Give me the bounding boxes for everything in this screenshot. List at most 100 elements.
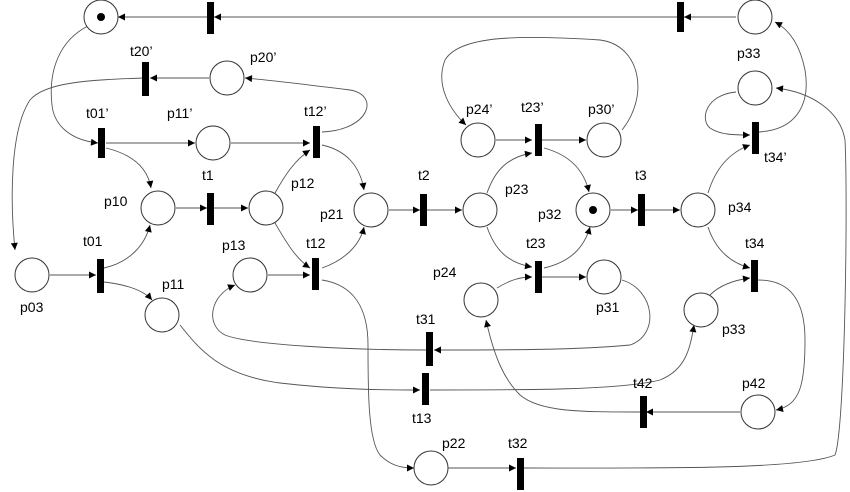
arc-t12p-to-p20p xyxy=(244,75,368,133)
places xyxy=(14,0,776,486)
transition-top-right xyxy=(677,2,684,32)
place-p42 xyxy=(740,394,776,430)
place-p33-top xyxy=(737,0,773,35)
arc-ptop-to-t01p xyxy=(50,25,99,146)
place-p11p xyxy=(195,125,231,161)
arc-p11-to-t13 xyxy=(179,324,421,394)
label-t34p: t34’ xyxy=(764,149,787,165)
transition-t23 xyxy=(535,261,542,293)
labels: p33 t20’ p20’ t01’ p11’ t12’ p24’ t23’ p… xyxy=(20,43,787,451)
arc-p33bot-to-t34 xyxy=(709,275,751,296)
label-p21: p21 xyxy=(320,206,344,222)
arc-t20p-to-p03 xyxy=(10,77,144,251)
label-p31: p31 xyxy=(596,299,620,315)
transition-t1 xyxy=(207,193,214,225)
label-p24: p24 xyxy=(433,264,457,280)
arc-t34p-to-p33top xyxy=(757,21,807,133)
arc-t01-to-p10 xyxy=(103,224,152,269)
place-p03 xyxy=(14,257,50,293)
arc-t31-to-p13 xyxy=(212,284,427,351)
arc-t13-to-p33bot xyxy=(429,324,697,391)
transition-t23p xyxy=(535,124,542,156)
label-p03: p03 xyxy=(20,299,44,315)
label-p42: p42 xyxy=(742,375,766,391)
label-p33-bot: p33 xyxy=(722,321,746,337)
transition-t12p xyxy=(313,126,320,158)
place-p10 xyxy=(140,190,176,226)
arc-t12p-to-p21 xyxy=(321,144,367,191)
transition-t01 xyxy=(97,259,104,293)
label-p12: p12 xyxy=(291,175,315,191)
place-p20p xyxy=(209,60,245,96)
place-p24 xyxy=(463,282,499,318)
token-p32 xyxy=(589,206,597,214)
label-p10: p10 xyxy=(104,193,128,209)
transition-t42 xyxy=(640,396,647,428)
label-p20p: p20’ xyxy=(250,49,276,65)
label-t23p: t23’ xyxy=(521,99,544,115)
arc-p34-to-t34p xyxy=(707,144,751,194)
transition-t2 xyxy=(420,194,427,226)
transition-t34 xyxy=(751,260,758,292)
label-t12: t12 xyxy=(306,235,326,251)
label-p33-top: p33 xyxy=(737,45,761,61)
transition-t31 xyxy=(426,332,433,366)
transition-t34p xyxy=(752,122,759,154)
transition-t20p xyxy=(142,62,149,96)
place-p22 xyxy=(413,450,449,486)
label-t2: t2 xyxy=(418,167,430,183)
label-p24p: p24’ xyxy=(466,101,492,117)
arc-p24-to-t23 xyxy=(496,273,533,289)
label-p32: p32 xyxy=(538,206,562,222)
label-p34: p34 xyxy=(728,199,752,215)
transition-top-mid xyxy=(207,2,214,34)
label-p11p: p11’ xyxy=(167,105,192,121)
place-p30p xyxy=(586,122,622,158)
arc-p30p-to-p24p xyxy=(441,36,639,131)
transition-t12 xyxy=(312,258,319,290)
label-t01: t01 xyxy=(83,233,103,249)
place-p13 xyxy=(232,257,268,293)
transition-t32 xyxy=(517,458,524,490)
arc-p23-to-t23 xyxy=(486,226,533,270)
arc-t42-to-p24 xyxy=(484,319,641,413)
arc-t23p-to-p32 xyxy=(543,147,591,193)
place-p31 xyxy=(586,259,622,295)
arc-p12-to-t12p xyxy=(274,149,311,194)
arc-p34-to-t34 xyxy=(707,226,751,270)
label-t01p: t01’ xyxy=(86,105,109,121)
label-t12p: t12’ xyxy=(304,103,327,119)
label-t31: t31 xyxy=(416,311,436,327)
transitions xyxy=(97,2,759,490)
place-p23 xyxy=(462,192,498,228)
label-t32: t32 xyxy=(508,435,528,451)
label-p23: p23 xyxy=(505,181,529,197)
place-p24p xyxy=(460,122,496,158)
arc-t23-to-p32 xyxy=(543,226,592,269)
label-t1: t1 xyxy=(202,167,214,183)
arc-t12-to-p22 xyxy=(321,279,415,472)
arcs xyxy=(10,13,847,472)
arc-p31-to-t31 xyxy=(433,279,651,354)
arc-t32-to-p33mid xyxy=(523,85,847,469)
transition-t3 xyxy=(638,194,645,226)
label-p22: p22 xyxy=(442,435,466,451)
label-t20p: t20’ xyxy=(130,43,153,59)
token-top-left xyxy=(97,13,105,21)
label-p13: p13 xyxy=(222,237,246,253)
arc-t01p-to-p10 xyxy=(105,147,154,189)
label-p11: p11 xyxy=(162,276,185,292)
place-p12 xyxy=(248,190,284,226)
label-t13: t13 xyxy=(412,410,432,426)
arc-t12-to-p21 xyxy=(321,226,366,269)
transition-t01p xyxy=(98,128,105,158)
arc-t34-to-p42 xyxy=(757,279,806,412)
arc-p12-to-t12 xyxy=(274,222,311,269)
label-t34: t34 xyxy=(745,235,765,251)
label-p30p: p30’ xyxy=(588,101,614,117)
place-p21 xyxy=(353,192,389,228)
place-p33-mid xyxy=(737,70,773,106)
arc-t01-to-p11 xyxy=(103,281,153,301)
arc-p23-to-t23p xyxy=(486,150,533,194)
